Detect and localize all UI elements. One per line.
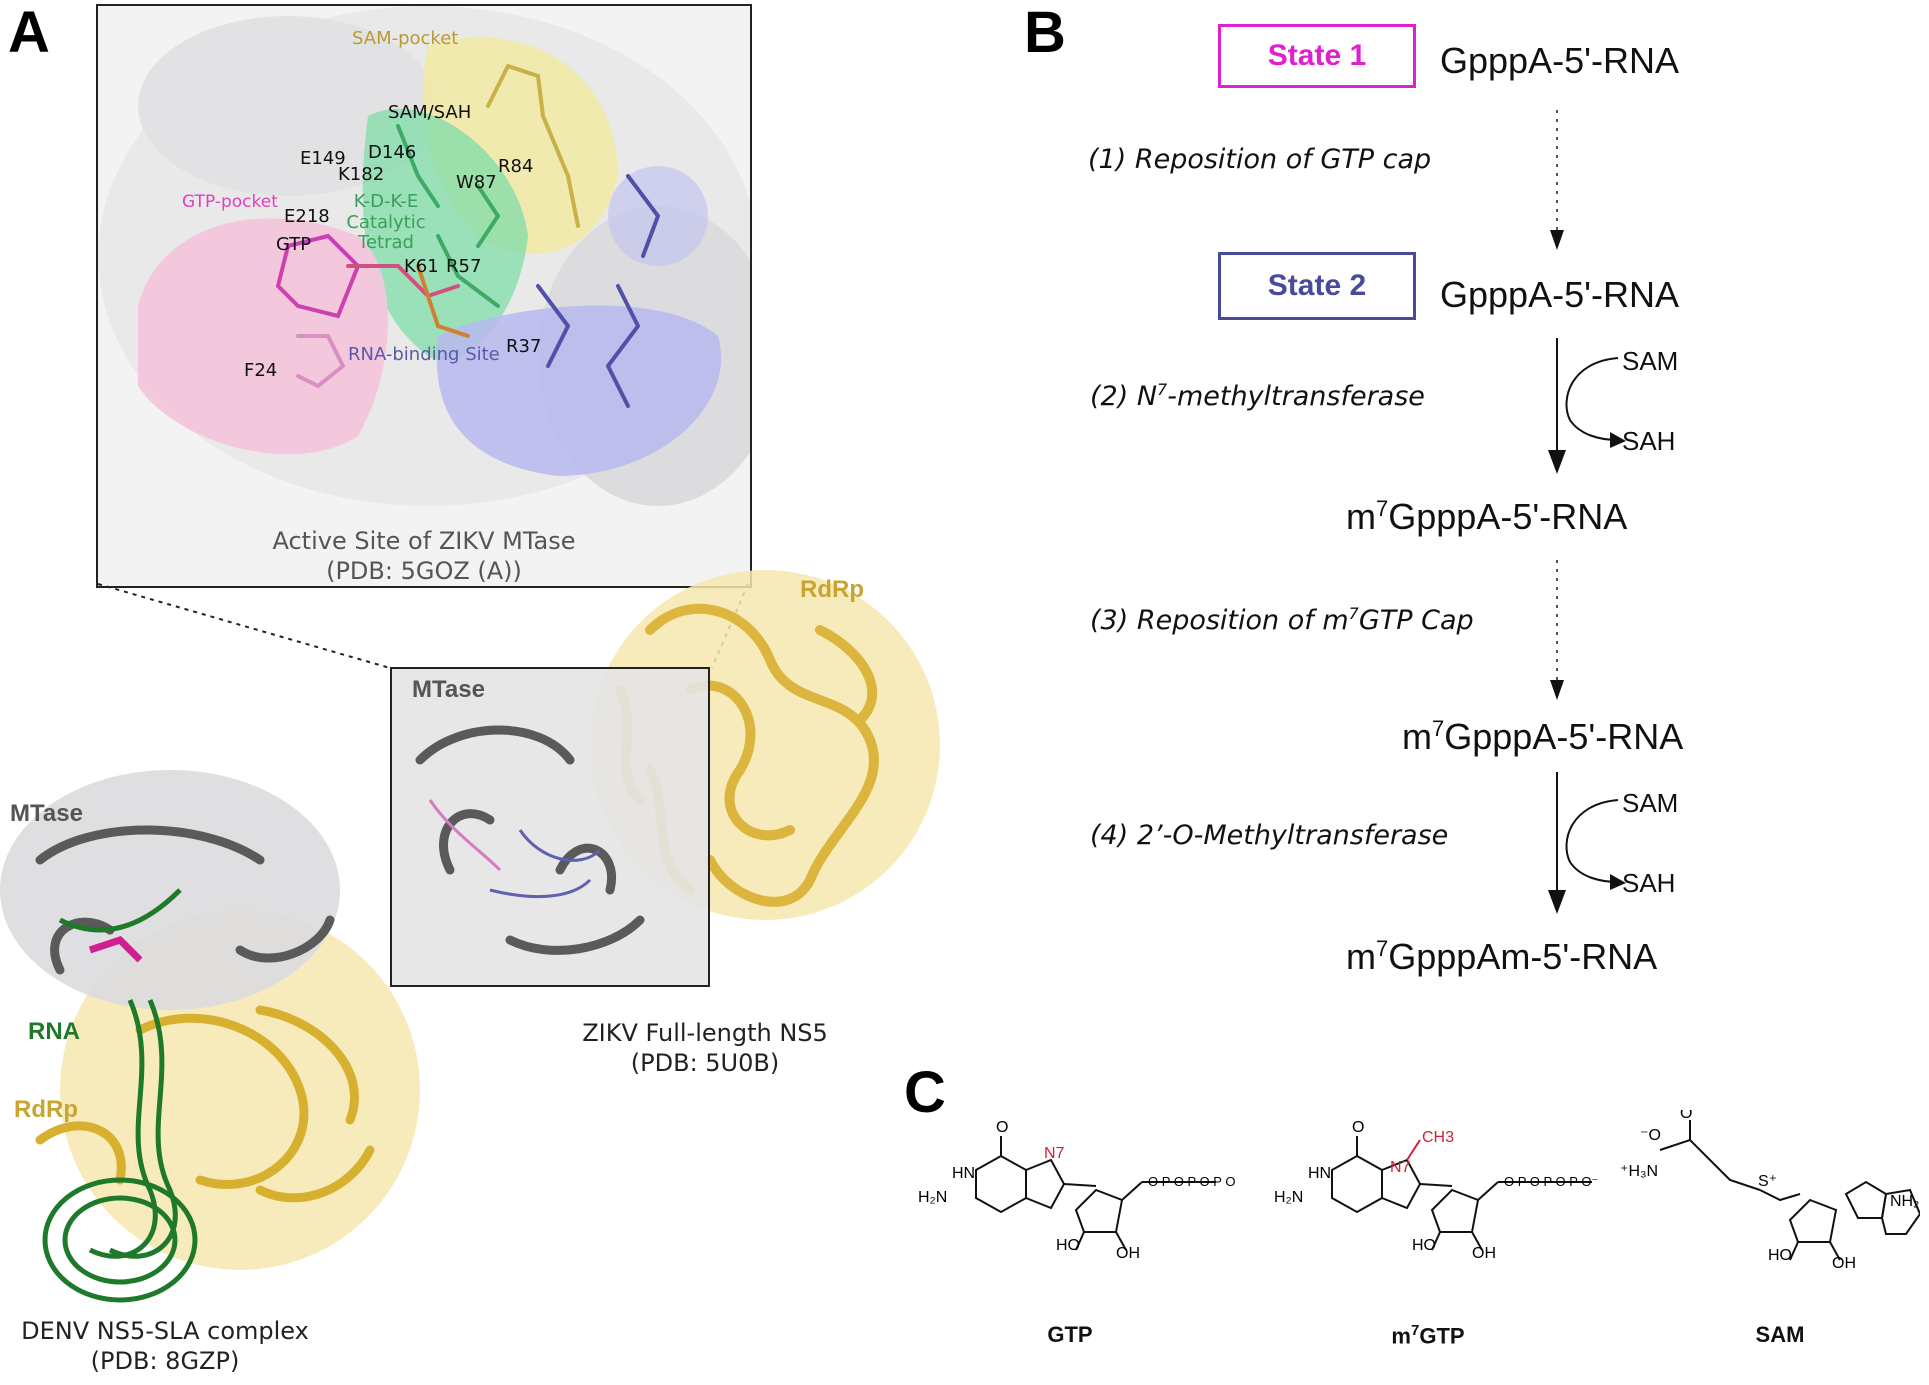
inset-caption-line1: Active Site of ZIKV MTase — [272, 527, 576, 555]
zikv-ns5-structure — [390, 570, 940, 987]
denv-rdrp-label: RdRp — [14, 1096, 78, 1123]
inset-caption-line2: (PDB: 5GOZ (A)) — [326, 557, 522, 585]
zikv-caption-line1: ZIKV Full-length NS5 — [582, 1019, 828, 1047]
sah-1: SAH — [1622, 426, 1676, 456]
svg-text:O: O — [996, 1120, 1008, 1136]
svg-text:H₂N: H₂N — [1274, 1189, 1303, 1206]
label-d146: D146 — [368, 142, 417, 163]
panel-b-letter: B — [1024, 0, 1066, 65]
sam-name: SAM — [1755, 1322, 1805, 1347]
svg-text:⁻O: ⁻O — [1640, 1127, 1661, 1144]
zikv-caption-line2: (PDB: 5U0B) — [630, 1049, 780, 1077]
label-f24: F24 — [244, 360, 278, 381]
zikv-caption: ZIKV Full-length NS5 (PDB: 5U0B) — [540, 1018, 870, 1078]
sam-curve-2 — [1565, 799, 1619, 883]
sam-1: SAM — [1622, 346, 1679, 376]
svg-text:O P O P O P O⁻: O P O P O P O⁻ — [1504, 1174, 1598, 1189]
svg-text:HN: HN — [952, 1165, 975, 1182]
label-catalytic-tetrad: K-D-K-E Catalytic Tetrad — [346, 191, 426, 254]
zikv-rdrp-label: RdRp — [800, 576, 864, 603]
label-e218: E218 — [284, 206, 330, 227]
step-3-label: (3) Reposition of m7GTP Cap — [1090, 604, 1474, 636]
species-3: m7GpppA-5'-RNA — [1346, 496, 1628, 537]
m7gtp-structure: O HN H₂N N7 CH3 HO OH O P O P O P O⁻ — [1274, 1120, 1598, 1262]
label-sam-pocket: SAM-pocket — [352, 28, 459, 49]
m7gtp-name: m7GTP — [1391, 1322, 1465, 1349]
svg-text:HO: HO — [1768, 1247, 1792, 1264]
svg-text:HO: HO — [1412, 1237, 1436, 1254]
active-site-inset: SAM-pocket SAM/SAH E149 D146 K182 W87 R8… — [96, 4, 752, 588]
denv-caption-line1: DENV NS5-SLA complex — [21, 1317, 309, 1345]
svg-text:HN: HN — [1308, 1165, 1331, 1182]
state1-box: State 1 — [1218, 24, 1416, 88]
label-w87: W87 — [456, 172, 497, 193]
species-4: m7GpppA-5'-RNA — [1402, 716, 1684, 757]
label-k182: K182 — [338, 164, 385, 185]
pathway-arrows — [1548, 110, 1626, 914]
species-2: GpppA-5'-RNA — [1440, 274, 1679, 315]
panel-a-letter: A — [8, 0, 50, 65]
svg-text:⁺H₃N: ⁺H₃N — [1620, 1163, 1658, 1180]
label-rna-binding-site: RNA-binding Site — [348, 344, 500, 365]
species-5: m7GpppAm-5'-RNA — [1346, 936, 1658, 977]
label-r57: R57 — [446, 256, 482, 277]
denv-ns5-sla-structure — [0, 770, 420, 1303]
denv-caption: DENV NS5-SLA complex (PDB: 8GZP) — [0, 1316, 330, 1376]
sam-curve-1 — [1565, 357, 1619, 441]
svg-text:S⁺: S⁺ — [1758, 1173, 1777, 1190]
svg-text:OH: OH — [1832, 1255, 1856, 1272]
svg-text:O: O — [1352, 1120, 1364, 1136]
active-site-surface — [98, 6, 750, 506]
svg-text:OH: OH — [1116, 1245, 1140, 1262]
sah-2: SAH — [1622, 868, 1676, 898]
panel-c-letter: C — [904, 1060, 946, 1125]
gtp-structure: O HN H₂N N7 HO OH O P O P O P O⁻ — [918, 1120, 1236, 1262]
sam-structure: O ⁻O ⁺H₃N S⁺ HO OH NH₂ — [1620, 1110, 1920, 1272]
step-4-label: (4) 2’-O-Methyltransferase — [1090, 820, 1449, 851]
m7gtp-ch3-highlight: CH3 — [1422, 1129, 1454, 1146]
label-r37: R37 — [506, 336, 542, 357]
zikv-mtase-label: MTase — [412, 676, 485, 703]
m7gtp-n7-highlight: N7 — [1390, 1159, 1411, 1176]
label-r84: R84 — [498, 156, 534, 177]
label-gtp: GTP — [276, 234, 312, 255]
svg-text:OH: OH — [1472, 1245, 1496, 1262]
gtp-name: GTP — [1047, 1322, 1093, 1347]
gtp-pocket-region — [138, 218, 388, 455]
svg-text:H₂N: H₂N — [918, 1189, 947, 1206]
sam-2: SAM — [1622, 788, 1679, 818]
svg-text:O: O — [1680, 1110, 1692, 1122]
svg-text:O P O P O P O⁻: O P O P O P O⁻ — [1148, 1174, 1236, 1189]
label-sam-sah: SAM/SAH — [388, 102, 472, 123]
svg-text:NH₂: NH₂ — [1890, 1193, 1919, 1210]
denv-rna-label: RNA — [28, 1018, 80, 1045]
label-gtp-pocket: GTP-pocket — [182, 192, 278, 212]
denv-caption-line2: (PDB: 8GZP) — [90, 1347, 240, 1375]
rna-binding-region — [436, 305, 722, 476]
species-1: GpppA-5'-RNA — [1440, 40, 1679, 81]
step-2-label: (2) N7-methyltransferase — [1090, 380, 1425, 412]
state2-box: State 2 — [1218, 252, 1416, 320]
inset-caption: Active Site of ZIKV MTase (PDB: 5GOZ (A)… — [98, 526, 750, 586]
label-e149: E149 — [300, 148, 346, 169]
svg-text:HO: HO — [1056, 1237, 1080, 1254]
denv-mtase-label: MTase — [10, 800, 83, 827]
gtp-n7-highlight: N7 — [1044, 1145, 1065, 1162]
label-k61: K61 — [404, 256, 439, 277]
step-1-label: (1) Reposition of GTP cap — [1088, 144, 1432, 175]
